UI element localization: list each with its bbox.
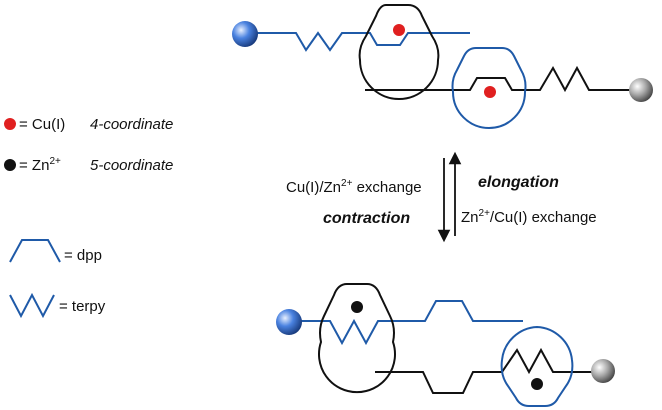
top-blue-stopper [232,21,258,47]
terpy-symbol-icon [9,292,55,319]
bottom-blue-ring [500,325,574,407]
top-blue-axle [255,31,470,52]
contraction-label: contraction [323,210,410,227]
zn-ion-icon [4,159,16,171]
bottom-grey-stopper [591,359,615,383]
top-blue-ring [451,47,527,129]
legend-dpp-label: = dpp [64,247,102,264]
bottom-black-axle [375,347,592,394]
dpp-symbol-icon [9,239,61,263]
bottom-blue-axle [300,300,523,346]
rotaxane-bottom [276,283,615,407]
top-cu-ion-right [484,86,496,98]
legend-terpy-label: = terpy [59,298,106,315]
legend-zn-description: 5-coordinate [90,157,173,174]
top-cu-ion-left [393,24,405,36]
cu-ion-icon [4,118,16,130]
top-black-ring [358,4,440,100]
rotaxane-top [232,4,653,129]
elongation-label: elongation [478,174,559,191]
exchange-process: Cu(I)/Zn2+ exchange elongation contracti… [286,151,597,243]
legend-cu-description: 4-coordinate [90,116,173,133]
bottom-zn-ion-left [351,301,363,313]
top-grey-stopper [629,78,653,102]
legend-cu-symbol: = Cu(I) [19,116,65,133]
top-black-axle [365,65,630,93]
left-exchange-label: Cu(I)/Zn2+ exchange [286,178,422,196]
bottom-black-ring [318,283,396,394]
bottom-blue-stopper [276,309,302,335]
right-exchange-label: Zn2+/Cu(I) exchange [461,208,597,226]
legend: = Cu(I) 4-coordinate = Zn2+ 5-coordinate… [4,116,173,319]
bottom-zn-ion-right [531,378,543,390]
legend-zn-symbol: = Zn2+ [19,156,61,174]
